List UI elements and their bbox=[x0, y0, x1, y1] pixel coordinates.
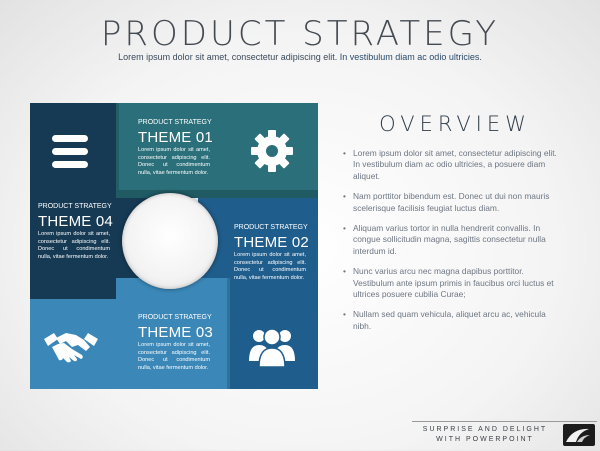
theme-02-text: Lorem ipsum dolor sit amet, consectetur … bbox=[234, 252, 306, 281]
theme-03-title: THEME 03 bbox=[138, 324, 213, 341]
list-item: Nam porttitor bibendum est. Donec ut dui… bbox=[343, 191, 565, 214]
theme-04-label: PRODUCT STRATEGY bbox=[38, 203, 112, 210]
list-item: Aliquam varius tortor in nulla hendrerit… bbox=[343, 223, 565, 257]
group-icon bbox=[249, 328, 295, 367]
overview-title: OVERVIEW bbox=[379, 112, 531, 136]
theme-02-panel-extension bbox=[198, 198, 318, 278]
overview-list: Lorem ipsum dolor sit amet, consectetur … bbox=[343, 148, 565, 341]
theme-03-panel-extension bbox=[116, 278, 230, 389]
page-title: PRODUCT STRATEGY bbox=[100, 14, 500, 54]
list-item: Nunc varius arcu nec magna dapibus portt… bbox=[343, 266, 565, 300]
gear-icon bbox=[251, 130, 293, 172]
theme-04-text: Lorem ipsum dolor sit amet, consectetur … bbox=[38, 231, 110, 260]
theme-03-text: Lorem ipsum dolor sit amet, consectetur … bbox=[138, 342, 210, 371]
wave-logo-icon bbox=[563, 424, 595, 446]
footer-divider bbox=[412, 421, 597, 422]
theme-01-label: PRODUCT STRATEGY bbox=[138, 119, 212, 126]
theme-01-text: Lorem ipsum dolor sit amet, consectetur … bbox=[138, 147, 210, 176]
panel-shadow bbox=[227, 278, 230, 389]
list-item: Lorem ipsum dolor sit amet, consectetur … bbox=[343, 148, 565, 182]
center-circle bbox=[122, 193, 218, 289]
subtitle-part-b: In vestibulum diam ac odio ultricies. bbox=[339, 52, 482, 62]
theme-02-title: THEME 02 bbox=[234, 234, 309, 251]
footer-tagline-2: WITH POWERPOINT bbox=[436, 436, 534, 443]
page-subtitle: Lorem ipsum dolor sit amet, consectetur … bbox=[0, 52, 600, 62]
footer-tagline-1: SURPRISE AND DELIGHT bbox=[422, 426, 548, 433]
theme-01-title: THEME 01 bbox=[138, 129, 213, 146]
theme-02-label: PRODUCT STRATEGY bbox=[234, 224, 308, 231]
handshake-icon bbox=[44, 333, 98, 363]
theme-04-title: THEME 04 bbox=[38, 213, 113, 230]
panel-shadow bbox=[116, 103, 119, 190]
theme-01-ribbon bbox=[116, 190, 318, 198]
menu-icon bbox=[52, 135, 88, 168]
theme-03-label: PRODUCT STRATEGY bbox=[138, 314, 212, 321]
theme-quadrants: PRODUCT STRATEGY THEME 01 Lorem ipsum do… bbox=[30, 103, 318, 389]
subtitle-part-a: Lorem ipsum dolor sit amet, consectetur … bbox=[118, 52, 340, 62]
list-item: Nullam sed quam vehicula, aliquet arcu a… bbox=[343, 309, 565, 332]
